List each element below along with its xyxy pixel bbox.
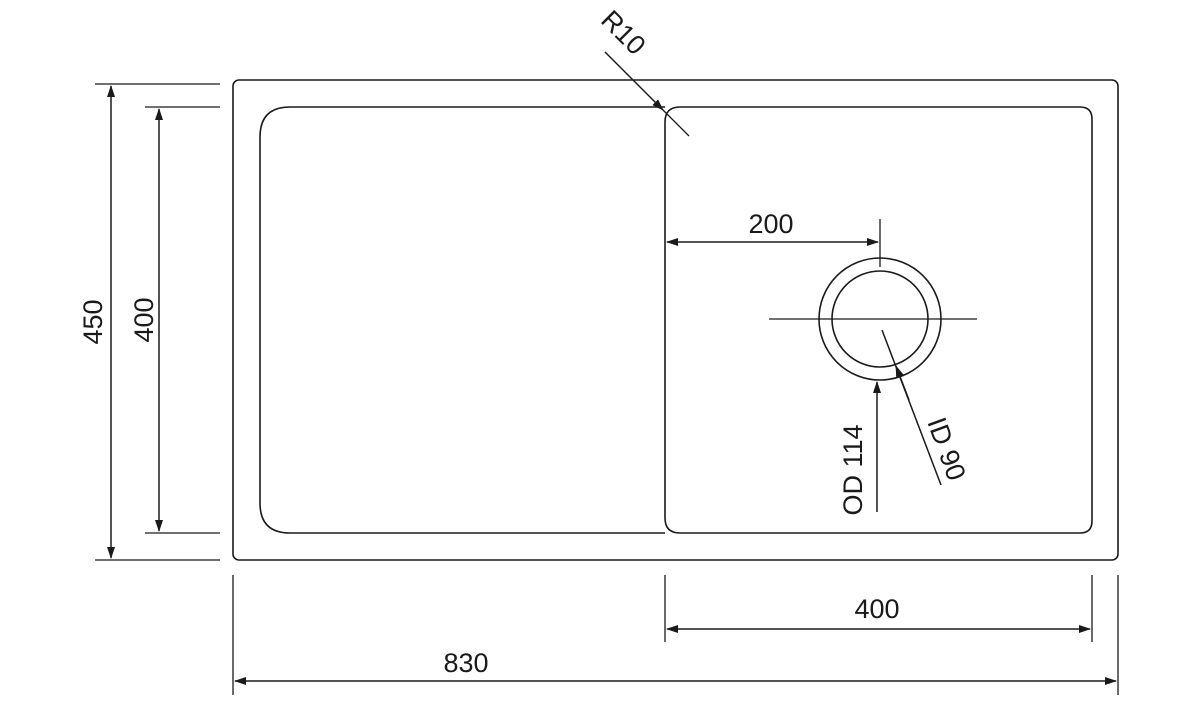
dimension-label-waste-id: ID 90 bbox=[921, 413, 971, 484]
dimension-label-overall-height: 450 bbox=[78, 299, 108, 344]
dimension-label-corner-radius: R10 bbox=[595, 5, 651, 61]
bowl-outline bbox=[664, 106, 1093, 534]
dimension-label-overall-width: 830 bbox=[443, 648, 488, 678]
dimension-label-bowl-width: 400 bbox=[854, 594, 899, 624]
dimension-label-waste-od: OD 114 bbox=[838, 424, 868, 515]
drainer-area-outline bbox=[259, 106, 665, 534]
dimension-label-waste-offset: 200 bbox=[748, 209, 793, 239]
leader-tail-r10 bbox=[662, 109, 690, 137]
leader-line-id90 bbox=[881, 329, 942, 486]
leader-line-r10 bbox=[604, 51, 664, 111]
sink-outer-outline bbox=[232, 79, 1119, 561]
dimension-label-bowl-height: 400 bbox=[129, 297, 159, 342]
leader-arrow-id90 bbox=[895, 365, 910, 401]
